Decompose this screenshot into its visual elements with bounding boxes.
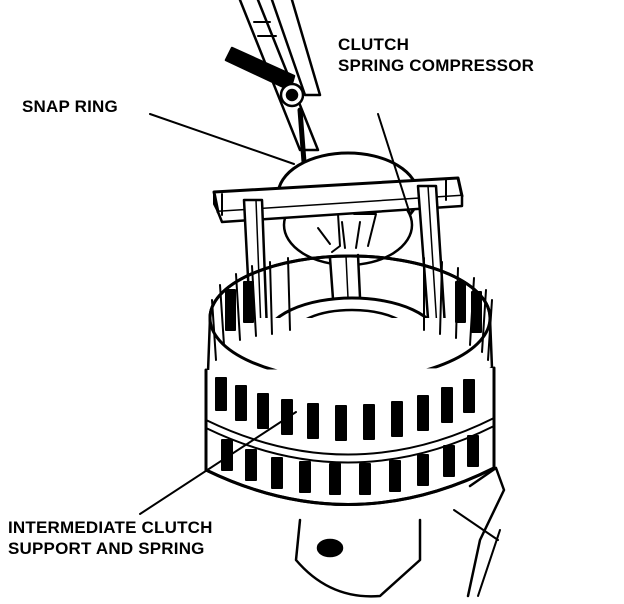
- compressor-crossbar: [212, 176, 464, 224]
- snap-ring-leader: [149, 113, 295, 165]
- clutch-teeth-upper: [211, 257, 493, 361]
- leader-lines: [139, 113, 411, 515]
- support-label-line-2: SUPPORT AND SPRING: [8, 539, 205, 558]
- clutch-spring-compressor-label: CLUTCH SPRING COMPRESSOR: [338, 34, 534, 76]
- intermediate-clutch-support-label: INTERMEDIATE CLUTCH SUPPORT AND SPRING: [8, 517, 213, 559]
- snap-ring-label: SNAP RING: [22, 96, 118, 117]
- support-label-line-1: INTERMEDIATE CLUTCH: [8, 518, 213, 537]
- snap-ring-label-text: SNAP RING: [22, 97, 118, 116]
- compressor-label-line-1: CLUTCH: [338, 35, 410, 54]
- support-leader: [139, 411, 297, 515]
- compressor-leader: [377, 113, 411, 215]
- snap-ring-pliers: [224, 0, 322, 165]
- compressor-label-line-2: SPRING COMPRESSOR: [338, 56, 535, 75]
- clutch-teeth-lower: [215, 377, 479, 495]
- support-stand: [294, 466, 506, 598]
